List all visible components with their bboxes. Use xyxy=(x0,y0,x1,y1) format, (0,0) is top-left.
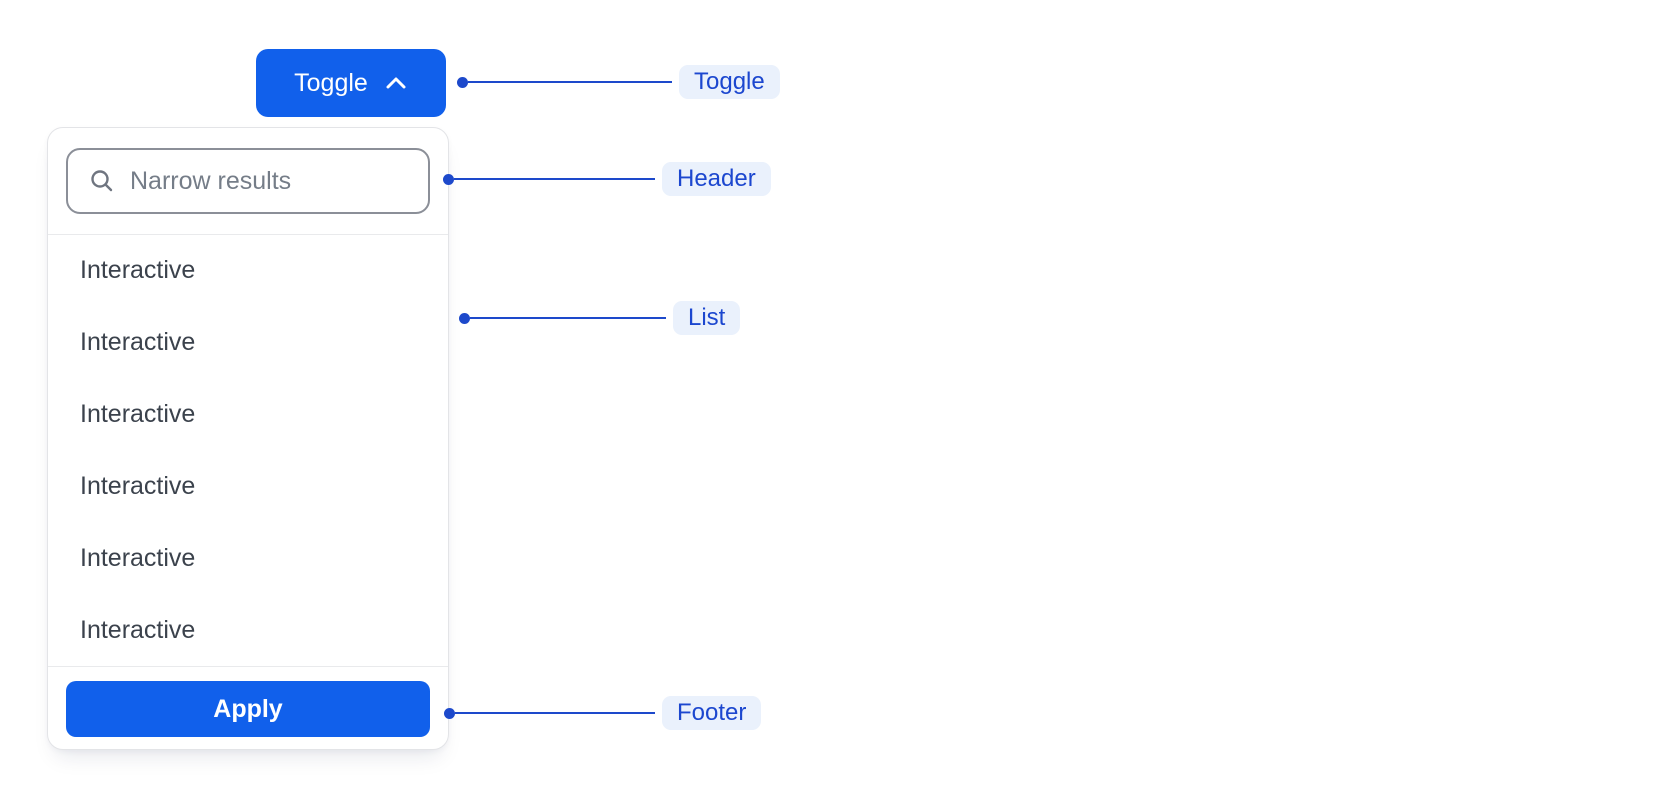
annotation-dot xyxy=(444,707,455,719)
list-item[interactable]: Interactive xyxy=(80,256,196,285)
options-list: Interactive Interactive Interactive Inte… xyxy=(48,235,448,666)
search-icon xyxy=(88,167,116,195)
chevron-up-icon xyxy=(384,75,408,91)
dropdown-footer: Apply xyxy=(48,667,448,749)
dropdown-panel: Interactive Interactive Interactive Inte… xyxy=(47,127,449,750)
header-divider xyxy=(48,234,448,235)
annotation-footer: Footer xyxy=(444,696,762,730)
annotation-label-toggle: Toggle xyxy=(679,65,780,99)
list-item[interactable]: Interactive xyxy=(80,328,196,357)
toggle-button-label: Toggle xyxy=(294,68,368,97)
annotation-label-footer: Footer xyxy=(662,696,762,730)
list-item[interactable]: Interactive xyxy=(80,615,196,644)
annotation-toggle: Toggle xyxy=(457,65,780,99)
list-item[interactable]: Interactive xyxy=(80,471,196,500)
annotation-line xyxy=(455,711,655,715)
annotation-dot xyxy=(459,312,470,324)
annotation-dot xyxy=(457,76,468,88)
search-input[interactable] xyxy=(130,166,412,196)
annotation-list: List xyxy=(459,301,741,335)
annotation-dot xyxy=(443,173,454,185)
search-field[interactable] xyxy=(66,148,430,214)
dropdown-header xyxy=(48,128,448,234)
annotation-label-list: List xyxy=(673,301,741,335)
annotation-label-header: Header xyxy=(662,162,771,196)
annotation-line xyxy=(454,177,655,181)
footer-divider xyxy=(48,666,448,667)
toggle-button[interactable]: Toggle xyxy=(256,49,446,117)
annotation-line xyxy=(468,80,672,84)
annotation-line xyxy=(470,316,666,320)
list-item[interactable]: Interactive xyxy=(80,543,196,572)
apply-button[interactable]: Apply xyxy=(66,681,430,737)
annotation-header: Header xyxy=(443,162,771,196)
list-item[interactable]: Interactive xyxy=(80,400,196,429)
